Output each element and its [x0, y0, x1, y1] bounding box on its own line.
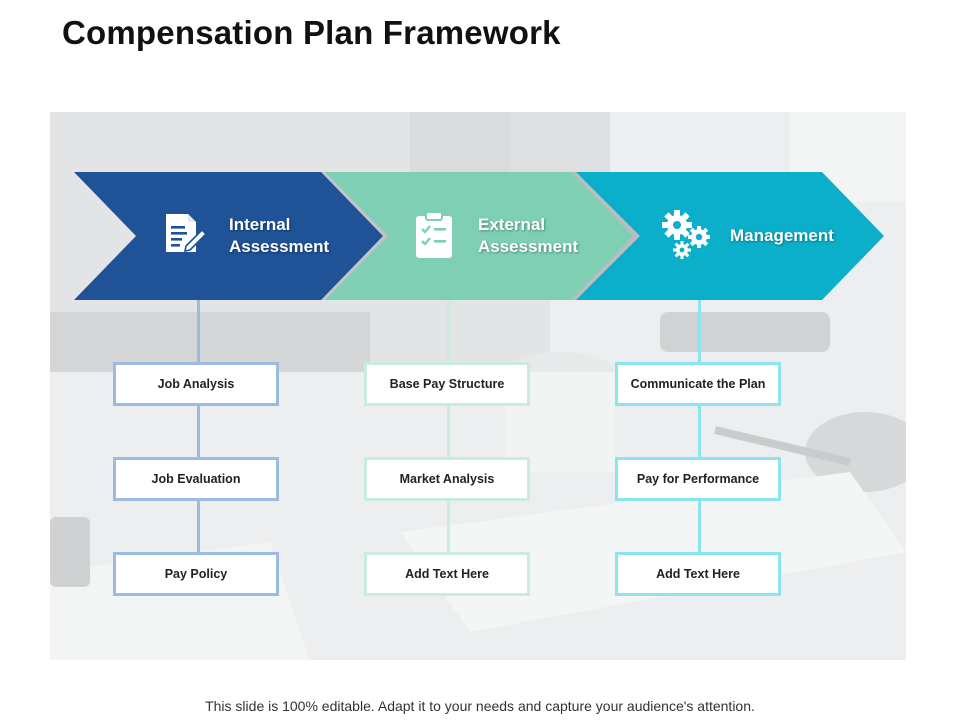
chevron-external — [325, 172, 633, 300]
external-item-box: Market Analysis — [364, 457, 530, 501]
internal-item-text: Job Evaluation — [151, 472, 241, 486]
management-item-text: Add Text Here — [656, 567, 740, 581]
management-item-box: Add Text Here — [615, 552, 781, 596]
stage-management-line1: Management — [730, 226, 834, 245]
internal-item-text: Job Analysis — [157, 377, 235, 391]
external-item-text: Base Pay Structure — [389, 377, 505, 391]
gears-icon — [662, 210, 710, 259]
external-connector — [447, 300, 450, 575]
management-connector — [698, 300, 701, 575]
internal-item-box: Job Evaluation — [113, 457, 279, 501]
external-item-box: Base Pay Structure — [364, 362, 530, 406]
stage-external-line1: External — [478, 215, 546, 234]
stage-internal-line1: Internal — [229, 215, 291, 234]
slide-title: Compensation Plan Framework — [62, 14, 561, 51]
chevron-internal — [74, 172, 383, 300]
internal-connector — [197, 300, 200, 575]
footer-note: This slide is 100% editable. Adapt it to… — [205, 698, 755, 714]
chevron-management — [575, 172, 884, 300]
external-item-text: Add Text Here — [405, 567, 489, 581]
stage-internal-line2: Assessment — [229, 237, 330, 256]
management-item-text: Pay for Performance — [636, 472, 760, 486]
management-item-box: Communicate the Plan — [615, 362, 781, 406]
management-item-text: Communicate the Plan — [630, 377, 766, 391]
stage-external-line2: Assessment — [478, 237, 579, 256]
internal-item-box: Pay Policy — [113, 552, 279, 596]
management-item-box: Pay for Performance — [615, 457, 781, 501]
stage-internal-label: Internal Assessment — [229, 214, 329, 258]
stage-management-label: Management — [730, 225, 834, 247]
clipboard-checklist-icon — [416, 211, 452, 258]
internal-item-box: Job Analysis — [113, 362, 279, 406]
external-item-box: Add Text Here — [364, 552, 530, 596]
document-edit-icon — [166, 214, 208, 253]
external-item-text: Market Analysis — [399, 472, 495, 486]
stage-external-label: External Assessment — [478, 214, 578, 258]
internal-item-text: Pay Policy — [164, 567, 228, 581]
